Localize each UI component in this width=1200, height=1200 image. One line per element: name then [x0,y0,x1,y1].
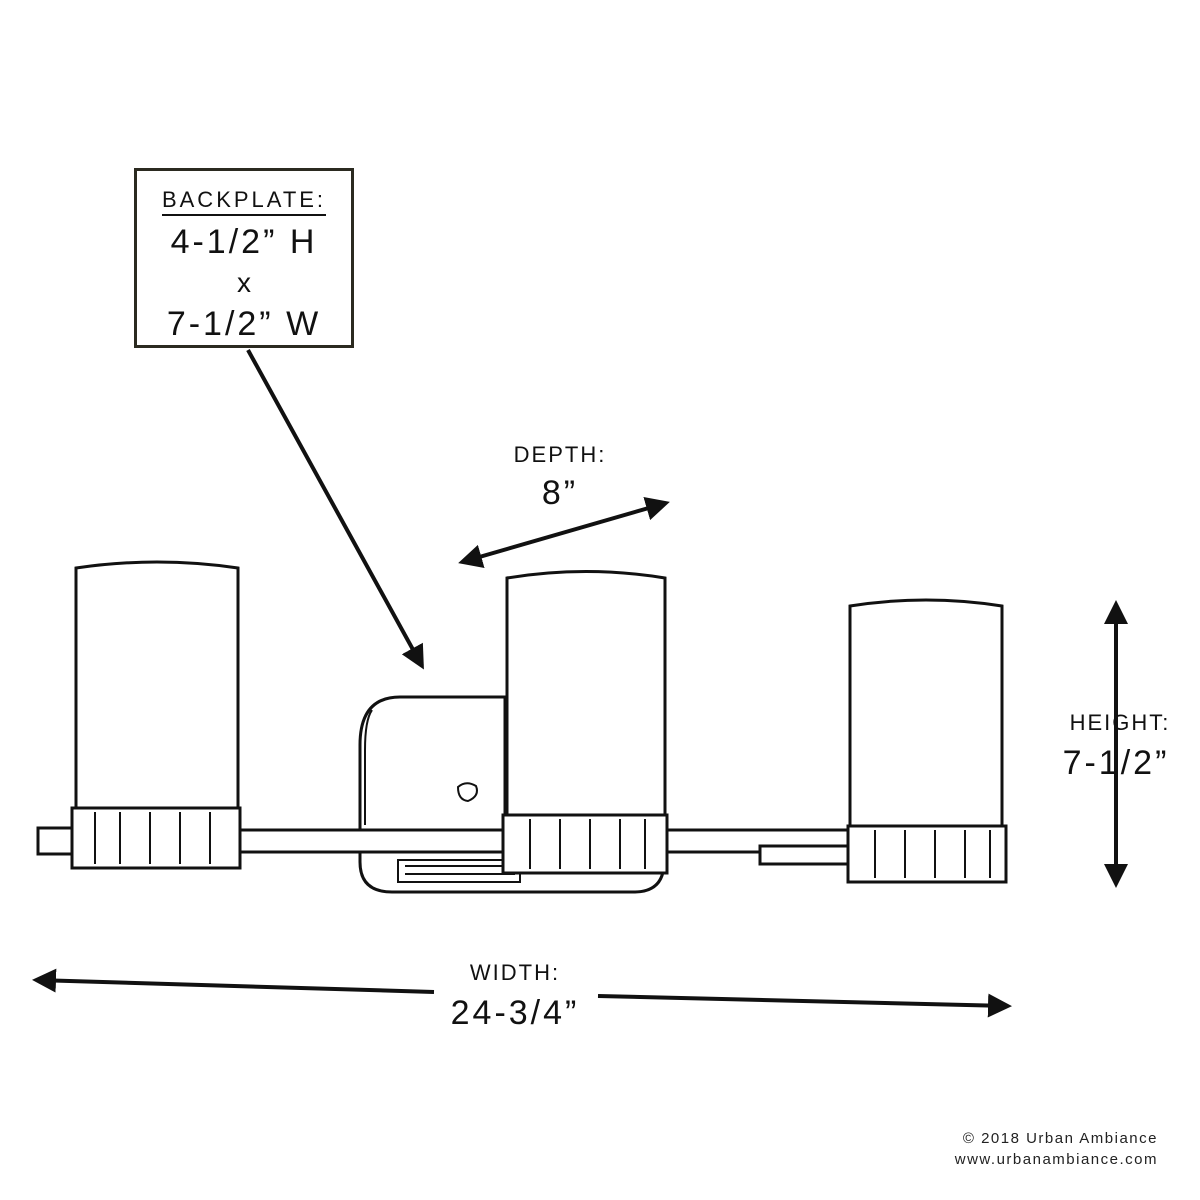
backplate-callout-arrow [246,349,424,670]
width-value: 24-3/4” [450,994,580,1032]
backplate-height: 4-1/2” H [170,223,318,261]
center-socket-band [501,813,669,875]
right-socket-band [846,824,1008,884]
left-glass-shade [74,560,240,812]
depth-arrow [458,497,670,568]
center-glass-shade [505,570,667,822]
backplate-width: 7-1/2” W [166,305,322,343]
backplate-callout-box: BACKPLATE: 4-1/2” H x 7-1/2” W [134,168,354,348]
left-socket-band [70,806,242,870]
depth-label: DEPTH: [513,442,607,467]
height-value: 7-1/2” [1062,744,1170,782]
height-label: HEIGHT: [1069,710,1171,735]
width-arrow-right [597,993,1012,1018]
width-label: WIDTH: [469,960,561,985]
copyright-footer: © 2018 Urban Ambiance www.urbanambiance.… [955,1128,1158,1170]
copyright-text: © 2018 Urban Ambiance [962,1130,1158,1147]
right-glass-shade [848,598,1004,832]
width-arrow-left [32,968,435,994]
depth-value: 8” [541,474,579,512]
backplate-separator: x [237,267,251,298]
website-link[interactable]: www.urbanambiance.com [954,1151,1158,1168]
backplate-title: BACKPLATE: [137,187,351,216]
